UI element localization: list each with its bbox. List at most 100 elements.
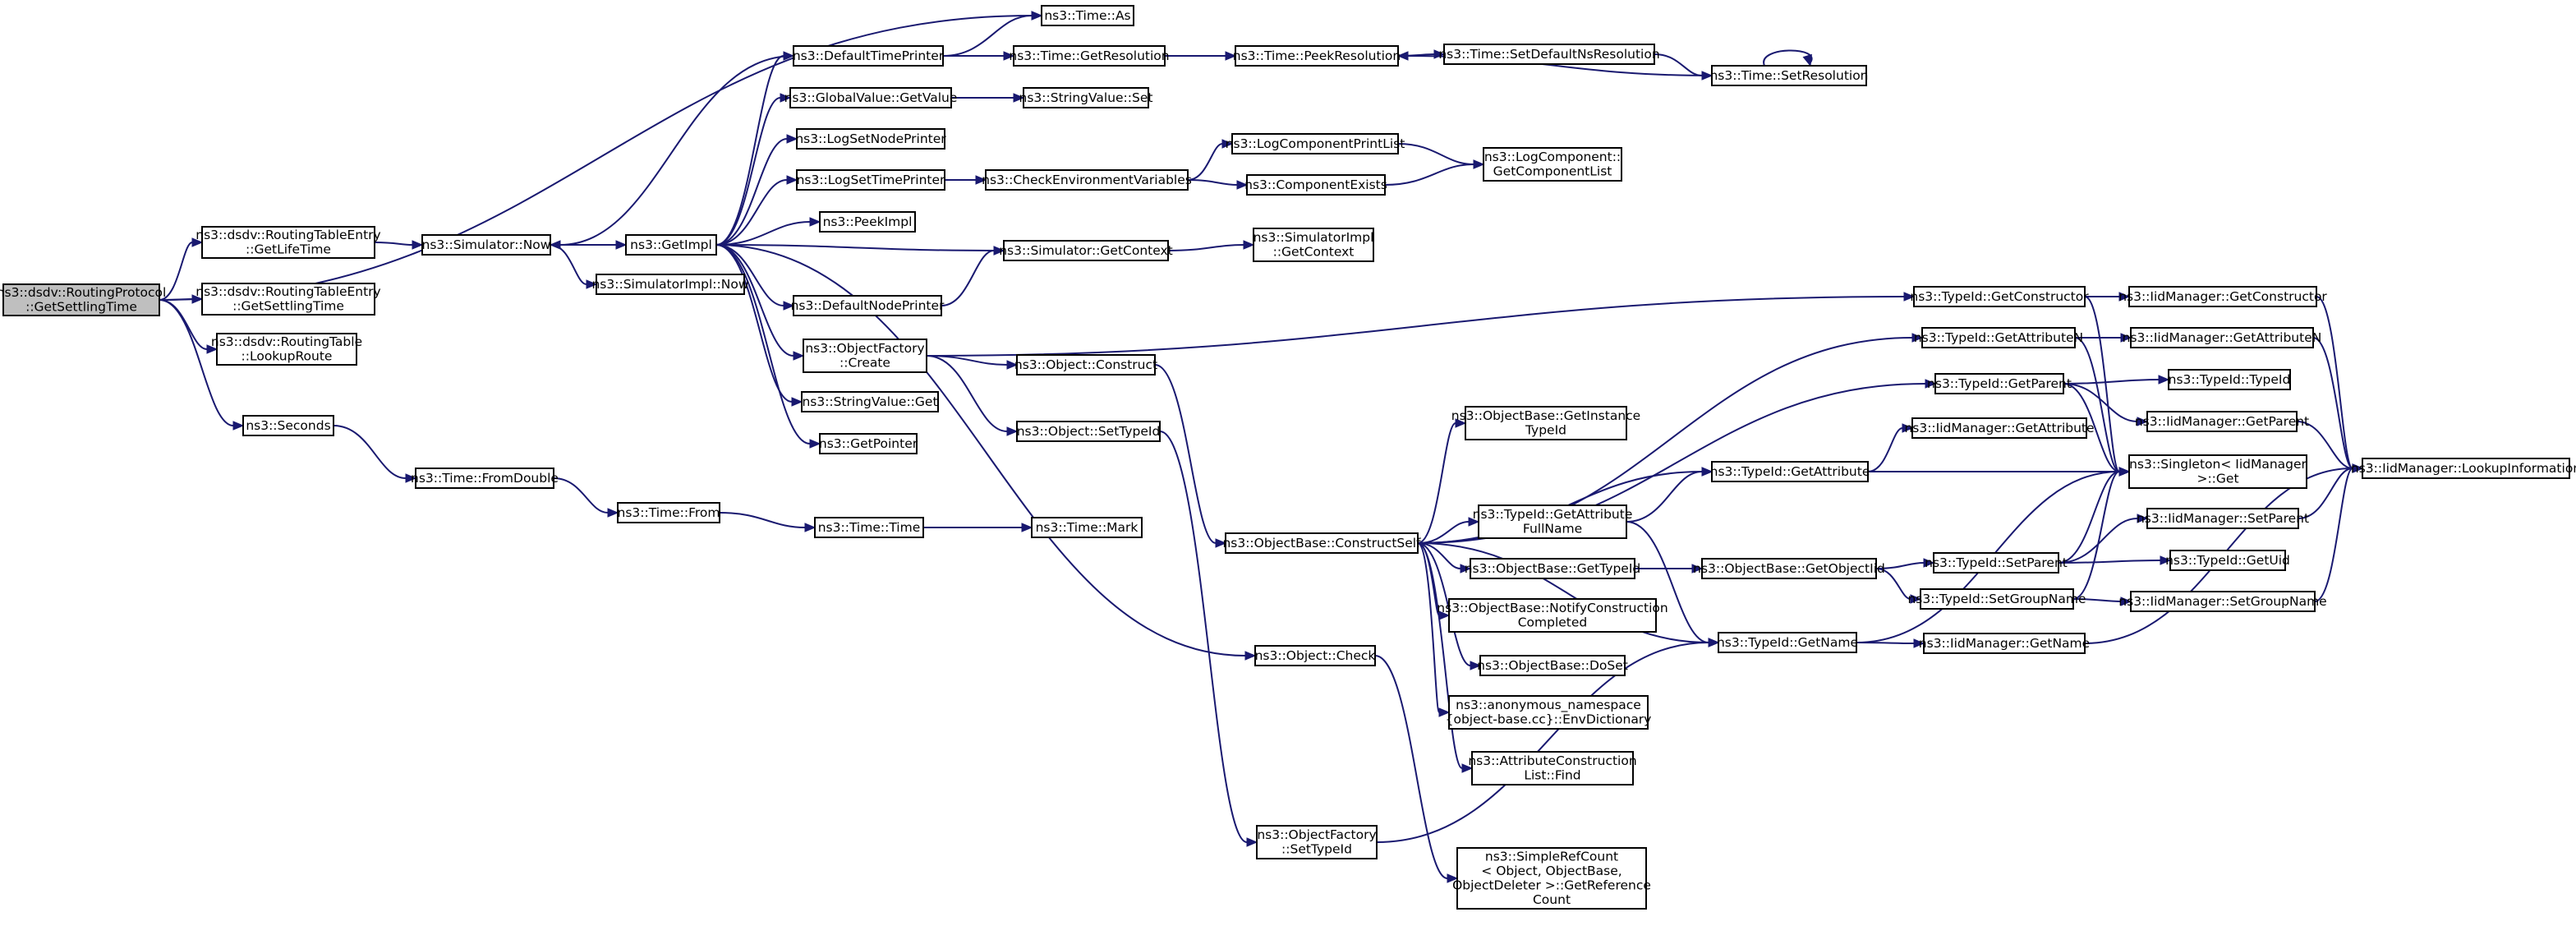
node-iid-getconstructor[interactable]: ns3::IidManager::GetConstructor	[2118, 286, 2327, 307]
node-typeid-getattribute[interactable]: ns3::TypeId::GetAttribute	[1710, 461, 1870, 482]
node-box	[814, 517, 924, 538]
node-label: ns3::StringValue::Get	[802, 394, 937, 409]
node-peekimpl[interactable]: ns3::PeekImpl	[819, 211, 916, 233]
node-rt-lookup[interactable]: ns3::dsdv::RoutingTable::LookupRoute	[211, 333, 362, 366]
edge-line	[941, 250, 995, 306]
node-typeid-getname[interactable]: ns3::TypeId::GetName	[1717, 632, 1858, 653]
node-simplerefcount[interactable]: ns3::SimpleRefCount< Object, ObjectBase,…	[1452, 847, 1651, 910]
node-typeid-getuid[interactable]: ns3::TypeId::GetUid	[2165, 550, 2290, 571]
node-simimpl-getcontext[interactable]: ns3::SimulatorImpl::GetContext	[1253, 228, 1374, 262]
node-typeid-getattributen[interactable]: ns3::TypeId::GetAttributeN	[1914, 327, 2083, 348]
node-box	[1913, 286, 2086, 307]
edge-line	[715, 138, 788, 246]
edge-line	[1417, 422, 1456, 544]
node-box	[1711, 65, 1867, 86]
node-object-construct[interactable]: ns3::Object::Construct	[1014, 354, 1157, 375]
node-objbase-notifyconstruction[interactable]: ns3::ObjectBase::NotifyConstructionCompl…	[1437, 598, 1668, 633]
node-objbase-doset[interactable]: ns3::ObjectBase::DoSet	[1477, 655, 1628, 676]
arrowhead	[1691, 564, 1704, 574]
node-getimpl[interactable]: ns3::GetImpl	[625, 234, 717, 256]
node-box	[1225, 532, 1419, 554]
node-typeid-setparent[interactable]: ns3::TypeId::SetParent	[1925, 552, 2068, 574]
edge-line	[1875, 568, 1911, 600]
node-typeid-getconstructor[interactable]: ns3::TypeId::GetConstructor	[1910, 286, 2089, 307]
node-sim-now[interactable]: ns3::Simulator::Now	[421, 234, 551, 256]
node-iid-getparent[interactable]: ns3::IidManager::GetParent	[2135, 411, 2309, 432]
edge-line	[374, 242, 413, 246]
arrowhead	[1903, 292, 1916, 302]
node-default-time-printer[interactable]: ns3::DefaultTimePrinter	[793, 45, 945, 67]
node-time-setdefaultns[interactable]: ns3::Time::SetDefaultNsResolution	[1438, 44, 1660, 65]
edge-line	[1154, 364, 1217, 544]
edge-line	[2316, 296, 2353, 469]
node-label: ns3::Singleton< IidManager	[2129, 457, 2307, 472]
node-rte-settling[interactable]: ns3::dsdv::RoutingTableEntry::GetSettlin…	[196, 283, 381, 316]
node-iid-getattribute[interactable]: ns3::IidManager::GetAttribute	[1904, 417, 2095, 439]
node-checkenv[interactable]: ns3::CheckEnvironmentVariables	[982, 169, 1192, 191]
node-sim-getcontext[interactable]: ns3::Simulator::GetContext	[999, 240, 1173, 261]
node-label: ns3::Time::SetDefaultNsResolution	[1438, 47, 1659, 62]
node-time-as[interactable]: ns3::Time::As	[1041, 5, 1134, 26]
node-stringvalue-set[interactable]: ns3::StringValue::Set	[1019, 87, 1153, 108]
node-logsetnodeprinter[interactable]: ns3::LogSetNodePrinter	[795, 128, 946, 150]
node-logsettimeprinter[interactable]: ns3::LogSetTimePrinter	[796, 169, 945, 191]
edge-getimpl-to-default-time-printer	[715, 51, 795, 246]
arrowhead	[1003, 51, 1015, 61]
node-objbase-getobjectiid[interactable]: ns3::ObjectBase::GetObjectIid	[1693, 558, 1885, 579]
edge-typeid-getname-to-iid-getname	[1856, 638, 1925, 648]
node-anon-envdictionary[interactable]: ns3::anonymous_namespace{object-base.cc}…	[1446, 695, 1652, 730]
node-iid-setgroupname[interactable]: ns3::IidManager::SetGroupName	[2118, 591, 2327, 612]
node-defaultnodeprinter[interactable]: ns3::DefaultNodePrinter	[791, 295, 945, 316]
edge-line	[2298, 468, 2353, 519]
node-box	[1235, 45, 1399, 67]
node-iid-setparent[interactable]: ns3::IidManager::SetParent	[2137, 508, 2309, 529]
arrowhead	[1913, 638, 1925, 648]
node-typeid-setgroupname[interactable]: ns3::TypeId::SetGroupName	[1907, 588, 2086, 610]
node-box	[1254, 645, 1376, 666]
edge-line	[2314, 468, 2353, 602]
arrowhead	[2120, 597, 2132, 606]
node-logcomponentprintlist[interactable]: ns3::LogComponentPrintList	[1226, 133, 1405, 154]
node-object-settypeid[interactable]: ns3::Object::SetTypeId	[1016, 421, 1161, 442]
arrowhead	[1215, 538, 1227, 548]
node-object-check[interactable]: ns3::Object::Check	[1254, 645, 1376, 666]
node-globalvalue-getvalue[interactable]: ns3::GlobalValue::GetValue	[784, 87, 958, 108]
node-time-setresolution[interactable]: ns3::Time::SetResolution	[1709, 65, 1869, 86]
node-iid-getattributen[interactable]: ns3::IidManager::GetAttributeN	[2123, 327, 2322, 348]
edge-default-time-printer-to-sim-now	[549, 55, 794, 250]
node-time-fromdouble[interactable]: ns3::Time::FromDouble	[411, 468, 559, 489]
node-singleton-get[interactable]: ns3::Singleton< IidManager>::Get	[2128, 454, 2307, 489]
edge-line	[715, 244, 811, 445]
node-objbase-gettypeid[interactable]: ns3::ObjectBase::GetTypeId	[1465, 558, 1641, 579]
node-componentexists[interactable]: ns3::ComponentExists	[1244, 174, 1387, 196]
node-objbase-constructself[interactable]: ns3::ObjectBase::ConstructSelf	[1222, 532, 1421, 554]
node-stringvalue-get[interactable]: ns3::StringValue::Get	[801, 391, 939, 412]
node-time-time[interactable]: ns3::Time::Time	[814, 517, 924, 538]
node-label: ns3::Time::GetResolution	[1009, 48, 1169, 63]
node-objfactory-settypeid[interactable]: ns3::ObjectFactory::SetTypeId	[1256, 825, 1378, 859]
node-label: ns3::Time::PeekResolution	[1233, 48, 1401, 63]
node-getpointer[interactable]: ns3::GetPointer	[819, 433, 918, 454]
node-typeid-getparent[interactable]: ns3::TypeId::GetParent	[1927, 373, 2072, 394]
edge-objbase-getobjectiid-to-typeid-setparent	[1875, 558, 1935, 569]
node-time-peekresolution[interactable]: ns3::Time::PeekResolution	[1233, 45, 1401, 67]
node-objfactory-create[interactable]: ns3::ObjectFactory::Create	[803, 339, 927, 373]
node-iid-lookupinformation[interactable]: ns3::IidManager::LookupInformation	[2351, 458, 2576, 479]
node-label: ns3::ObjectBase::GetInstance	[1451, 408, 1640, 423]
node-time-mark[interactable]: ns3::Time::Mark	[1031, 517, 1143, 538]
node-label: ns3::Time::As	[1044, 8, 1130, 23]
node-typeid-typeid[interactable]: ns3::TypeId::TypeId	[2168, 369, 2291, 390]
node-seconds[interactable]: ns3::Seconds	[242, 415, 334, 436]
node-simimpl-now[interactable]: ns3::SimulatorImpl::Now	[591, 274, 749, 295]
node-time-getresolution[interactable]: ns3::Time::GetResolution	[1009, 45, 1170, 67]
node-box	[2128, 286, 2317, 307]
node-logcomponent-getlist[interactable]: ns3::LogComponent::GetComponentList	[1483, 147, 1622, 182]
node-rte-lifetime[interactable]: ns3::dsdv::RoutingTableEntry::GetLifeTim…	[196, 226, 381, 259]
node-time-from[interactable]: ns3::Time::From	[617, 502, 720, 523]
node-root[interactable]: ns3::dsdv::RoutingProtocol::GetSettlingT…	[0, 283, 166, 316]
arrowhead	[1243, 240, 1255, 250]
node-iid-getname[interactable]: ns3::IidManager::GetName	[1919, 633, 2090, 654]
